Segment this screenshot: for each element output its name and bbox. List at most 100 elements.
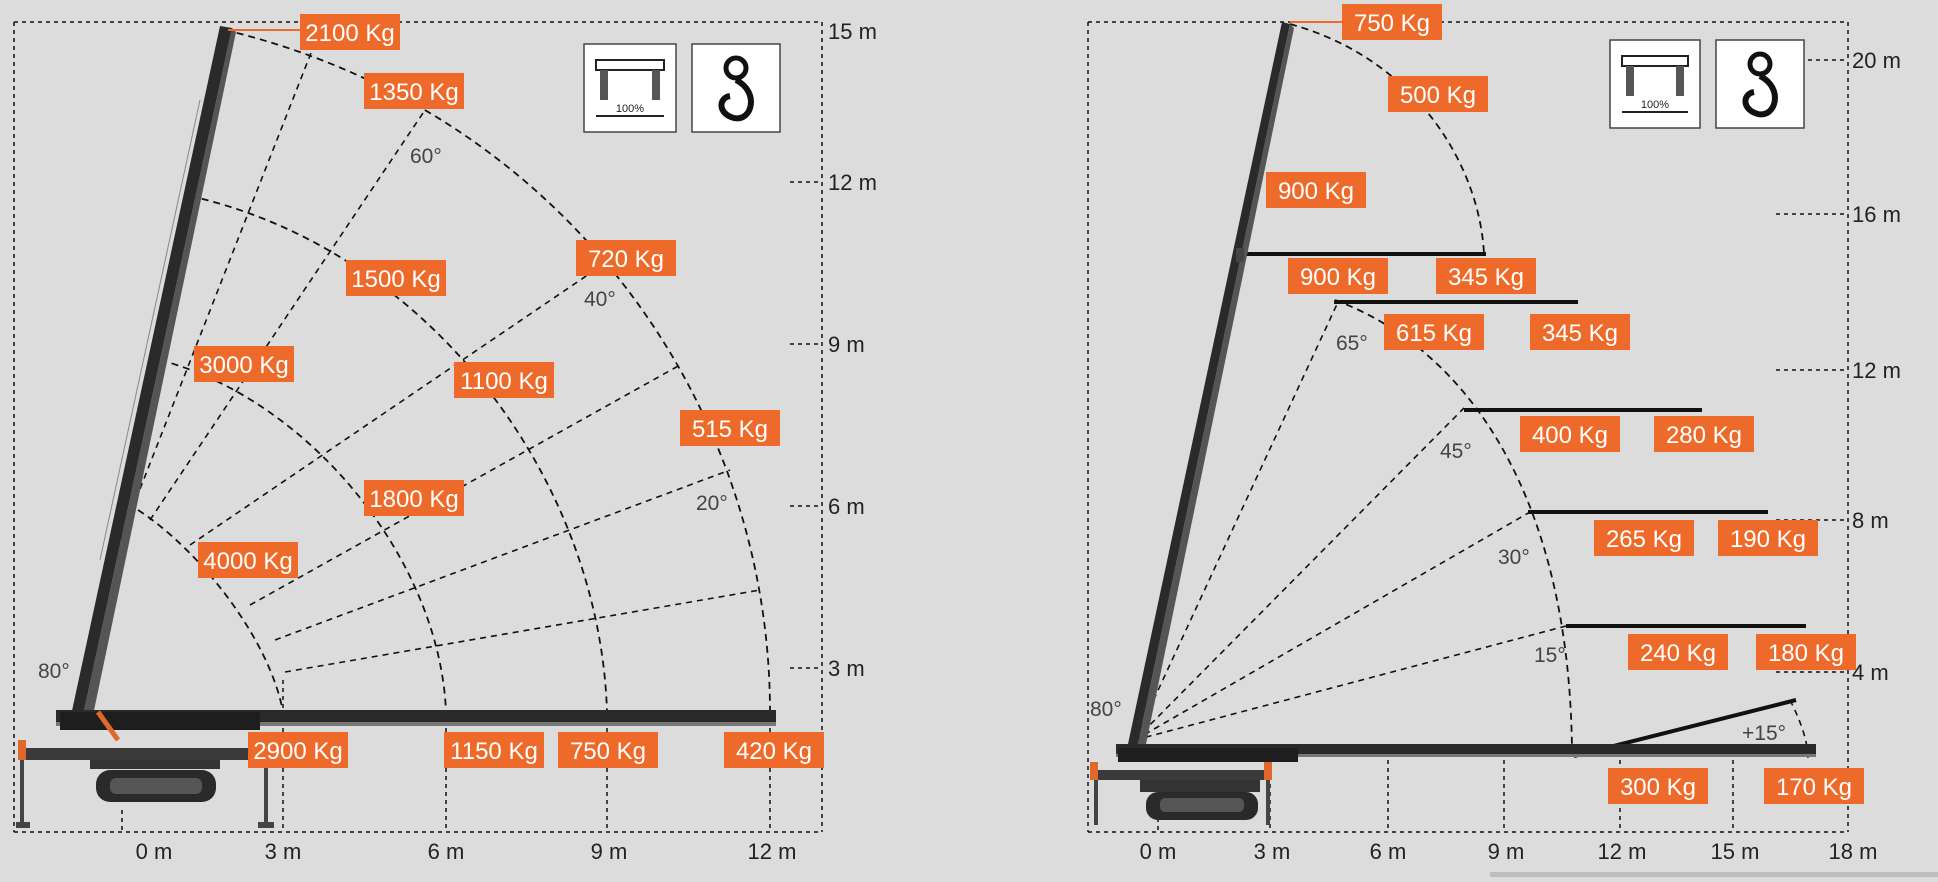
angle-label: 80° (38, 660, 70, 683)
svg-text:400 Kg: 400 Kg (1532, 422, 1608, 449)
svg-text:1150 Kg: 1150 Kg (450, 738, 538, 765)
left-chart-arcs (137, 29, 771, 713)
load-label: 1150 Kg (444, 732, 544, 768)
load-label: 4000 Kg (198, 542, 298, 578)
x-tick-label: 3 m (1254, 839, 1291, 864)
y-tick-label: 20 m (1852, 48, 1901, 73)
svg-text:345 Kg: 345 Kg (1448, 264, 1524, 291)
svg-text:750 Kg: 750 Kg (570, 738, 646, 765)
svg-text:1350 Kg: 1350 Kg (369, 79, 458, 106)
svg-text:190 Kg: 190 Kg (1730, 526, 1806, 553)
left-chart-radials (119, 29, 761, 673)
right-chart-arcs (1289, 23, 1573, 753)
load-label: 400 Kg (1520, 416, 1620, 452)
load-label: 900 Kg (1266, 172, 1366, 208)
right-hook-icon (1715, 39, 1805, 129)
angle-label: 15° (1534, 644, 1566, 667)
svg-text:240 Kg: 240 Kg (1640, 640, 1716, 667)
y-tick-label: 9 m (828, 332, 865, 357)
svg-text:2100 Kg: 2100 Kg (305, 20, 394, 47)
right-load-chart: 100% 20 m 16 m 12 m 8 m 4 m 0 m 3 m 6 m … (1087, 4, 1901, 864)
left-outrigger-100-icon: 100% (583, 43, 677, 133)
load-label: 750 Kg (558, 732, 658, 768)
load-label: 1350 Kg (364, 73, 464, 109)
load-label: 420 Kg (724, 732, 824, 768)
svg-text:345 Kg: 345 Kg (1542, 320, 1618, 347)
svg-text:1100 Kg: 1100 Kg (460, 368, 548, 395)
svg-text:720 Kg: 720 Kg (588, 246, 664, 273)
right-outrigger-100-icon: 100% (1609, 39, 1701, 129)
angle-label: 65° (1336, 332, 1368, 355)
outrigger-percent-label: 100% (616, 103, 644, 115)
svg-text:265 Kg: 265 Kg (1606, 526, 1682, 553)
x-tick-label: 9 m (1488, 839, 1525, 864)
svg-text:4000 Kg: 4000 Kg (203, 548, 292, 575)
svg-text:300 Kg: 300 Kg (1620, 774, 1696, 801)
angle-label: 45° (1440, 440, 1472, 463)
load-label: 515 Kg (680, 410, 780, 446)
load-label: 3000 Kg (194, 346, 294, 382)
svg-text:750 Kg: 750 Kg (1354, 10, 1430, 37)
load-label: 265 Kg (1594, 520, 1694, 556)
x-tick-label: 0 m (136, 839, 173, 864)
load-label: 240 Kg (1628, 634, 1728, 670)
x-tick-label: 9 m (591, 839, 628, 864)
x-tick-label: 6 m (1370, 839, 1407, 864)
right-chart-radials (1134, 301, 1809, 761)
x-tick-label: 12 m (748, 839, 797, 864)
bottom-edge-strip (1490, 872, 1938, 877)
load-label: 615 Kg (1384, 314, 1484, 350)
load-label: 190 Kg (1718, 520, 1818, 556)
svg-text:3000 Kg: 3000 Kg (199, 352, 288, 379)
load-label: 2100 Kg (300, 14, 400, 50)
svg-text:515 Kg: 515 Kg (692, 416, 768, 443)
svg-text:900 Kg: 900 Kg (1300, 264, 1376, 291)
x-tick-label: 15 m (1711, 839, 1760, 864)
load-label: 1500 Kg (346, 260, 446, 296)
load-label: 720 Kg (576, 240, 676, 276)
x-tick-label: 12 m (1598, 839, 1647, 864)
svg-text:280 Kg: 280 Kg (1666, 422, 1742, 449)
load-label: 2900 Kg (248, 732, 348, 768)
load-label: 1100 Kg (454, 362, 554, 398)
load-label: 500 Kg (1388, 76, 1488, 112)
svg-text:1800 Kg: 1800 Kg (369, 486, 458, 513)
x-tick-label: 0 m (1140, 839, 1177, 864)
angle-label: 80° (1090, 698, 1122, 721)
load-label: 900 Kg (1288, 258, 1388, 294)
left-boom (16, 26, 776, 828)
svg-text:180 Kg: 180 Kg (1768, 640, 1844, 667)
load-label: 280 Kg (1654, 416, 1754, 452)
left-hook-icon (691, 43, 781, 133)
x-tick-label: 6 m (428, 839, 465, 864)
svg-text:1500 Kg: 1500 Kg (351, 266, 440, 293)
y-tick-label: 8 m (1852, 508, 1889, 533)
angle-label: 20° (696, 492, 728, 515)
svg-text:900 Kg: 900 Kg (1278, 178, 1354, 205)
right-boom (1090, 22, 1816, 825)
svg-text:500 Kg: 500 Kg (1400, 82, 1476, 109)
load-label: 180 Kg (1756, 634, 1856, 670)
angle-label: 40° (584, 288, 616, 311)
svg-text:2900 Kg: 2900 Kg (253, 738, 342, 765)
y-tick-label: 16 m (1852, 202, 1901, 227)
y-tick-label: 15 m (828, 19, 877, 44)
svg-text:170 Kg: 170 Kg (1776, 774, 1852, 801)
load-label: 750 Kg (1342, 4, 1442, 40)
load-label: 300 Kg (1608, 768, 1708, 804)
load-label: 1800 Kg (364, 480, 464, 516)
y-tick-label: 6 m (828, 494, 865, 519)
load-label: 345 Kg (1530, 314, 1630, 350)
angle-label: 60° (410, 145, 442, 168)
x-tick-label: 18 m (1829, 839, 1878, 864)
y-tick-label: 3 m (828, 656, 865, 681)
load-label: 345 Kg (1436, 258, 1536, 294)
x-tick-label: 3 m (265, 839, 302, 864)
left-load-chart: 100% 15 m 12 m 9 m 6 m 3 m 0 m 3 m 6 m 9… (13, 14, 877, 864)
outrigger-percent-label: 100% (1641, 99, 1669, 111)
angle-label: +15° (1742, 722, 1786, 745)
y-tick-label: 4 m (1852, 660, 1889, 685)
svg-text:615 Kg: 615 Kg (1396, 320, 1472, 347)
angle-label: 30° (1498, 546, 1530, 569)
